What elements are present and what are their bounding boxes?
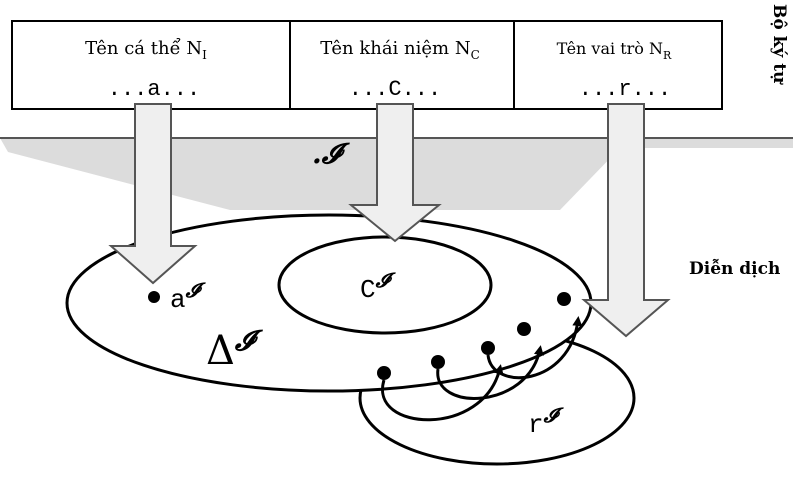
individual-point [148, 291, 160, 303]
role-pair-points [377, 292, 571, 380]
role-point-2 [431, 355, 445, 369]
role-pair-arrows [381, 316, 583, 422]
role-point-4 [517, 322, 531, 336]
role-point-5 [557, 292, 571, 306]
individual-name-symbol: ...a... [108, 77, 200, 102]
role-arrow-3 [486, 316, 583, 380]
concept-extension-ellipse [277, 235, 493, 335]
signature-box-individual: Tên cá thể NI ...a... [11, 20, 291, 110]
signature-label: Bộ ký tự [769, 4, 789, 85]
interpretation-label: Diễn dịch [689, 259, 780, 279]
individual-names-title: Tên cá thể NI [85, 37, 207, 62]
individual-mapping-arrow [108, 103, 198, 285]
role-point-3 [481, 341, 495, 355]
concept-name-symbol: ...C... [349, 77, 441, 102]
role-point-1 [377, 366, 391, 380]
concept-mapping-arrow [348, 103, 442, 243]
role-mapping-arrow [581, 103, 671, 338]
role-arrow-2 [436, 345, 544, 400]
role-name-symbol: ...r... [579, 77, 671, 102]
role-names-title: Tên vai trò NR [557, 39, 672, 62]
signature-box-role: Tên vai trò NR ...r... [513, 20, 723, 110]
role-arrow-1 [381, 364, 504, 422]
signature-box-concept: Tên khái niệm NC ...C... [289, 20, 515, 110]
concept-names-title: Tên khái niệm NC [320, 38, 480, 62]
